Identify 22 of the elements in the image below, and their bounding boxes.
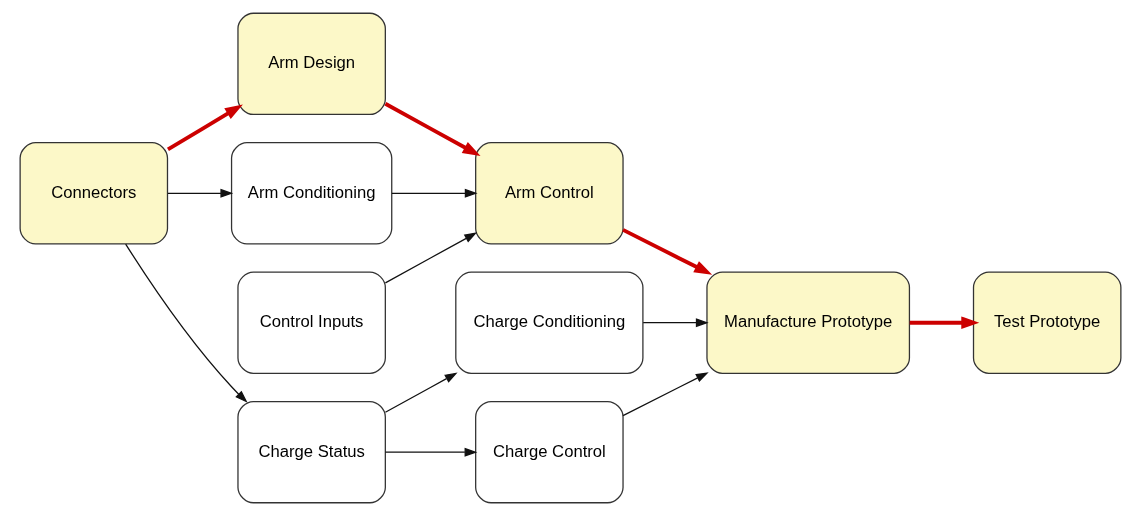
node-box: Charge Control — [474, 400, 624, 504]
node-box: Manufacture Prototype — [705, 271, 910, 374]
arrow — [384, 232, 477, 284]
node-box: Control Inputs — [236, 271, 386, 374]
arrow — [384, 372, 458, 413]
arrow — [642, 318, 709, 328]
arrow — [124, 243, 248, 403]
arrow — [166, 188, 233, 198]
node-box: Arm Conditioning — [230, 142, 392, 245]
arrow — [390, 188, 478, 198]
node-box: Test Prototype — [972, 271, 1121, 374]
arrow — [621, 228, 712, 275]
node-box: Connectors — [19, 142, 168, 245]
node-box: Charge Conditioning — [454, 271, 644, 374]
node-box: Charge Status — [236, 400, 386, 504]
arrow — [621, 372, 709, 417]
arrow — [384, 447, 477, 457]
node-box: Arm Control — [474, 142, 624, 245]
arrow — [909, 316, 979, 329]
node-box: Arm Design — [236, 12, 386, 116]
arrow — [383, 102, 481, 157]
arrow — [166, 104, 243, 152]
